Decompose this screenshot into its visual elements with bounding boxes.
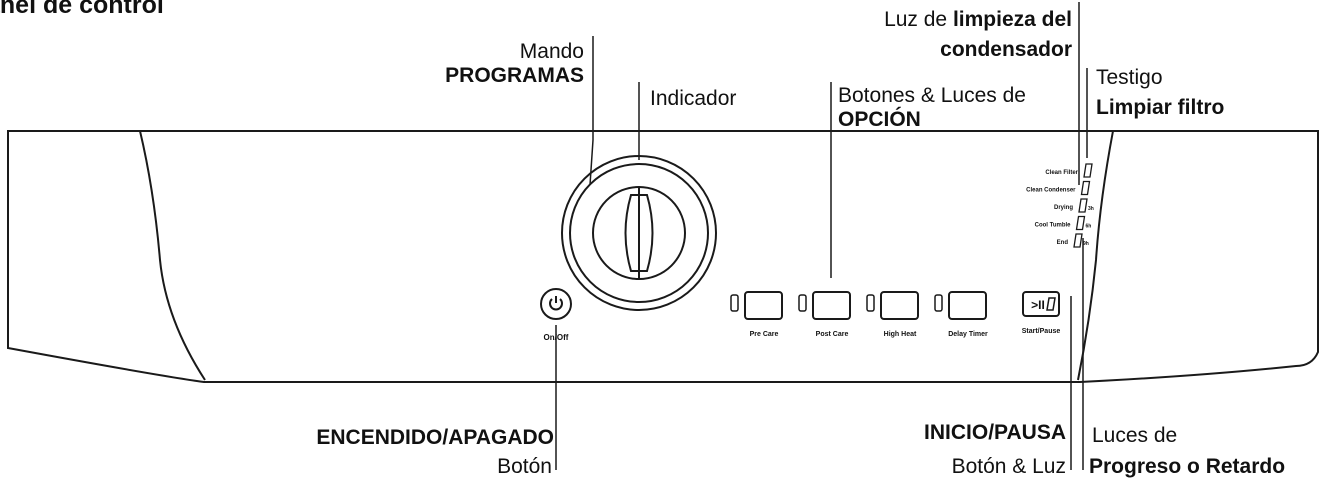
start-pause-light xyxy=(1046,297,1056,311)
panel-outline xyxy=(7,130,1319,383)
indicador-label: Indicador xyxy=(650,87,737,110)
inicio-label-line1: INICIO/PAUSA xyxy=(924,421,1066,444)
panel-left-curve xyxy=(139,130,206,381)
start-pause-label: Start/Pause xyxy=(1022,328,1061,335)
option-button-label: Pre Care xyxy=(750,331,779,338)
option-light xyxy=(798,294,807,312)
start-pause-symbol: >II xyxy=(1031,298,1045,312)
status-light-label: Clean Condenser xyxy=(1026,188,1076,194)
panel-right-curve xyxy=(1077,130,1114,381)
status-light xyxy=(1083,163,1093,178)
option-button[interactable] xyxy=(744,291,783,320)
status-light-label: Drying xyxy=(1054,205,1073,211)
inicio-label-line2: Botón & Luz xyxy=(951,455,1066,478)
option-buttons-group: Pre Care Post Care High Heat Delay Timer xyxy=(730,291,988,338)
option-button-label: Delay Timer xyxy=(948,331,988,338)
option-button[interactable] xyxy=(948,291,987,320)
status-light-time: 6h xyxy=(1086,224,1092,230)
panel-title: anel de control xyxy=(0,0,164,19)
encendido-label-line1: ENCENDIDO/APAGADO xyxy=(316,426,554,449)
option-button-label: Post Care xyxy=(816,331,849,338)
progreso-label-line1: Luces de xyxy=(1092,424,1178,447)
start-pause-button[interactable] xyxy=(1022,291,1060,317)
status-light-time: 3h xyxy=(1088,206,1094,212)
status-light xyxy=(1078,198,1088,213)
progreso-label-line2: Progreso o Retardo xyxy=(1089,455,1286,478)
option-button[interactable] xyxy=(812,291,851,320)
status-light xyxy=(1075,215,1086,231)
option-light xyxy=(934,294,943,312)
option-light xyxy=(730,294,739,312)
option-button[interactable] xyxy=(880,291,919,320)
power-icon xyxy=(549,296,563,311)
encendido-label-line2: Botón xyxy=(497,455,552,478)
status-light-time: 9h xyxy=(1083,241,1089,247)
status-light-label: Clean Filter xyxy=(1045,170,1078,176)
mando-label: Mando PROGRAMAS xyxy=(445,40,584,87)
condensador-label: Luz de limpieza del condensador xyxy=(884,8,1072,61)
testigo-label: Testigo Limpiar filtro xyxy=(1096,66,1225,119)
status-light-label: End xyxy=(1057,240,1069,246)
mando-leader xyxy=(589,36,594,186)
status-light xyxy=(1080,180,1091,196)
status-light-label: Cool Tumble xyxy=(1035,223,1072,229)
opcion-label: Botones & Luces de OPCIÓN xyxy=(838,84,1026,131)
option-button-label: High Heat xyxy=(884,331,917,338)
option-light xyxy=(866,294,875,312)
power-button[interactable] xyxy=(540,288,572,320)
program-dial[interactable] xyxy=(561,155,717,311)
status-light xyxy=(1073,233,1083,248)
